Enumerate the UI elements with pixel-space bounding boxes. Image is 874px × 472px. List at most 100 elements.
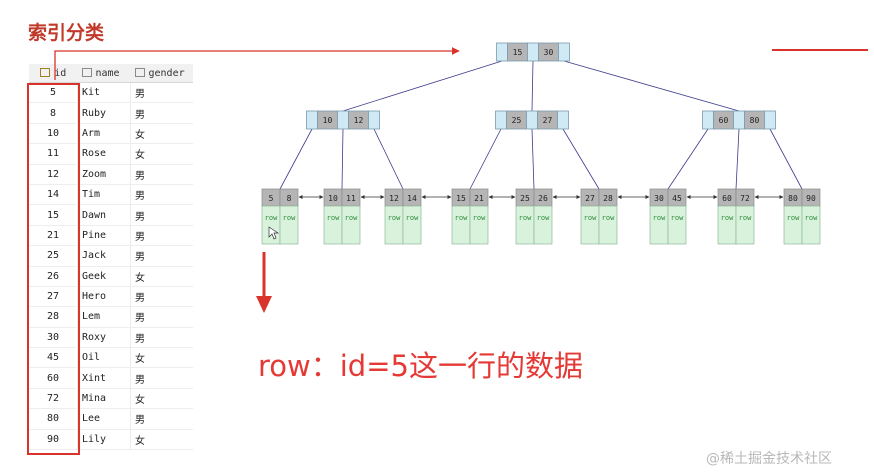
id-cell: 28 bbox=[29, 306, 78, 328]
tree-edge bbox=[735, 128, 740, 190]
column-header-gender[interactable]: gender bbox=[130, 64, 193, 83]
leaf-row-label: row bbox=[283, 214, 296, 222]
leaf-key-label: 14 bbox=[407, 194, 417, 203]
gender-cell: 男 bbox=[130, 204, 193, 226]
leaf-row-cell bbox=[667, 205, 687, 245]
gender-cell: 男 bbox=[130, 408, 193, 430]
leaf-row-label: row bbox=[739, 214, 752, 222]
key-label: 25 bbox=[512, 116, 522, 125]
leaf-key-label: 25 bbox=[520, 194, 530, 203]
leaf-key-label: 45 bbox=[672, 194, 682, 203]
leaf-key-label: 90 bbox=[806, 194, 816, 203]
leaf-row-cell bbox=[451, 205, 471, 245]
leaf-row-cell bbox=[341, 205, 361, 245]
id-cell: 26 bbox=[29, 266, 78, 287]
leaf-row-label: row bbox=[265, 214, 278, 222]
leaf-key-label: 28 bbox=[603, 194, 613, 203]
gender-cell: 男 bbox=[130, 102, 193, 124]
id-cell: 90 bbox=[29, 429, 78, 451]
column-icon bbox=[134, 67, 145, 77]
id-cell: 14 bbox=[29, 184, 78, 206]
leaf-key-label: 5 bbox=[269, 194, 274, 203]
watermark: @稀土掘金技术社区 bbox=[706, 451, 832, 467]
leaf-key-label: 60 bbox=[722, 194, 732, 203]
leaf-row-cell bbox=[649, 205, 669, 245]
leaf-row-label: row bbox=[537, 214, 550, 222]
down-arrow-head bbox=[256, 296, 272, 313]
leaf-row-cell bbox=[469, 205, 489, 245]
leaf-row-label: row bbox=[388, 214, 401, 222]
column-header-name[interactable]: name bbox=[77, 64, 131, 83]
pointer-slot bbox=[368, 110, 380, 130]
leaf-row-label: row bbox=[327, 214, 340, 222]
leaf-key-label: 15 bbox=[456, 194, 466, 203]
tree-edge bbox=[469, 128, 502, 190]
leaf-row-cell bbox=[261, 205, 281, 245]
mouse-cursor-icon bbox=[268, 226, 280, 240]
id-column-highlight bbox=[27, 83, 80, 455]
leaf-row-cell bbox=[402, 205, 422, 245]
leaf-row-label: row bbox=[671, 214, 684, 222]
leaf-row-cell bbox=[323, 205, 343, 245]
tree-edge bbox=[563, 60, 740, 112]
key-label: 15 bbox=[513, 48, 523, 57]
leaf-row-cell bbox=[717, 205, 737, 245]
tree-edge bbox=[667, 128, 709, 190]
column-header-id[interactable]: id bbox=[29, 64, 78, 83]
pointer-slot bbox=[733, 110, 745, 130]
tree-edge bbox=[373, 128, 404, 190]
leaf-row-label: row bbox=[455, 214, 468, 222]
pointer-slot bbox=[764, 110, 776, 130]
column-icon bbox=[81, 67, 92, 77]
gender-cell: 女 bbox=[130, 143, 193, 165]
pointer-slot bbox=[558, 42, 570, 62]
pointer-slot bbox=[496, 42, 508, 62]
gender-cell: 女 bbox=[130, 123, 193, 145]
id-cell: 72 bbox=[29, 388, 78, 410]
leaf-row-label: row bbox=[721, 214, 734, 222]
id-cell: 30 bbox=[29, 327, 78, 349]
gender-cell: 男 bbox=[130, 245, 193, 267]
key-label: 30 bbox=[544, 48, 554, 57]
id-cell: 15 bbox=[29, 204, 78, 226]
id-cell: 45 bbox=[29, 347, 78, 369]
table-header-row: id name gender bbox=[29, 64, 193, 83]
pointer-slot bbox=[495, 110, 507, 130]
key-label: 12 bbox=[354, 116, 364, 125]
gender-cell: 男 bbox=[130, 184, 193, 206]
leaf-row-cell bbox=[598, 205, 618, 245]
leaf-key-label: 10 bbox=[328, 194, 338, 203]
leaf-row-cell bbox=[801, 205, 821, 245]
pointer-slot bbox=[526, 110, 538, 130]
leaf-row-label: row bbox=[473, 214, 486, 222]
gender-cell: 男 bbox=[130, 164, 193, 185]
leaf-row-cell bbox=[384, 205, 404, 245]
